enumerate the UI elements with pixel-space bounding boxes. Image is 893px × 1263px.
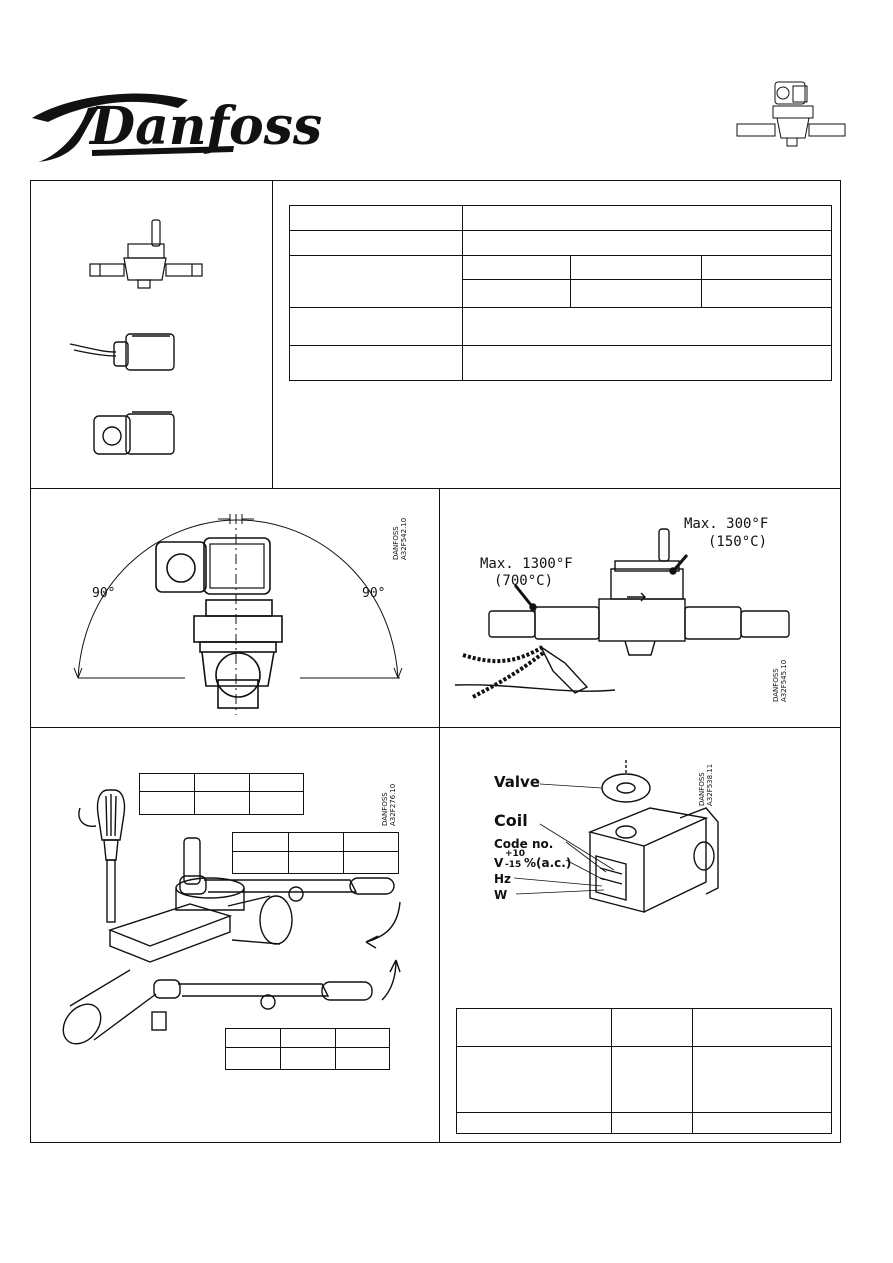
drawing-code: DANFOSS A32F276.10 <box>381 783 397 826</box>
valve-thumbnail-image <box>736 81 846 147</box>
brazing-drawing <box>454 528 790 699</box>
voltage-minus: -15 <box>505 860 522 870</box>
valve-body-image <box>89 219 203 289</box>
divider <box>30 488 841 489</box>
angle-left-label: 90° <box>92 586 116 601</box>
coil-side-image <box>69 333 175 371</box>
body-max-temp-celsius: (150°C) <box>708 534 768 550</box>
voltage-plus: +10 <box>505 849 526 859</box>
divider <box>439 488 440 1143</box>
drawing-code: DANFOSS A32F542.10 <box>392 517 408 560</box>
hz-label: Hz <box>494 872 512 886</box>
torque-table-3 <box>225 1028 390 1070</box>
voltage-label: V <box>494 856 504 870</box>
drawing-code: DANFOSS A32F545.10 <box>772 659 788 702</box>
angle-right-label: 90° <box>362 586 386 601</box>
voltage-suffix: %(a.c.) <box>524 856 572 870</box>
spec-table <box>289 205 832 381</box>
danfoss-logo: Danfoss <box>32 93 322 162</box>
joint-max-temp-label: Max. 1300°F <box>480 556 573 572</box>
code-no-label: Code no. <box>494 837 554 851</box>
coil-front-image <box>93 411 175 455</box>
torque-table-2 <box>232 832 399 874</box>
divider <box>30 727 841 728</box>
torque-table-1 <box>139 773 304 815</box>
drawing-code: DANFOSS A32F538.11 <box>698 763 714 806</box>
mounting-angle-drawing <box>73 514 403 715</box>
coil-label: Coil <box>494 811 528 830</box>
coil-identification-drawing <box>513 760 719 913</box>
tightening-drawing <box>62 789 401 1045</box>
joint-max-temp-celsius: (700°C) <box>494 573 554 589</box>
coil-table <box>456 1008 832 1134</box>
w-label: W <box>494 888 508 902</box>
valve-label: Valve <box>494 773 541 791</box>
body-max-temp-label: Max. 300°F <box>684 516 769 532</box>
divider <box>272 180 273 488</box>
content-frame <box>30 180 841 1143</box>
